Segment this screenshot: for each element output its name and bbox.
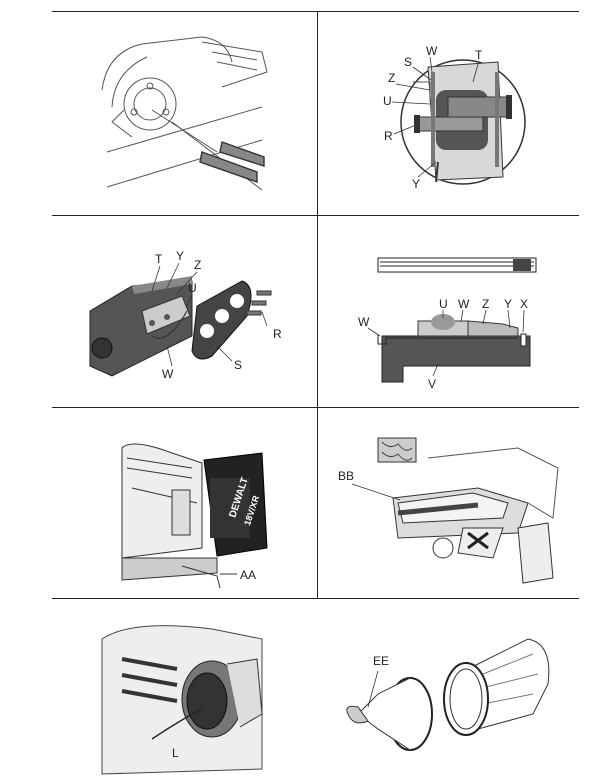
label-W-left: W <box>358 315 370 329</box>
label-L: L <box>172 746 179 760</box>
label-Y: Y <box>504 297 512 311</box>
label-Z: Z <box>194 258 201 272</box>
label-AA: AA <box>240 568 256 582</box>
label-U: U <box>383 94 392 108</box>
figure-panel-8: EE <box>346 638 550 751</box>
label-Y: Y <box>412 177 420 191</box>
label-W: W <box>162 367 174 381</box>
label-R: R <box>384 129 393 143</box>
row-divider-3 <box>52 598 579 599</box>
label-W: W <box>458 297 470 311</box>
label-S: S <box>404 55 412 69</box>
figure-panel-1 <box>101 36 268 191</box>
figure-panel-4: U W Z Y X W V <box>358 257 537 391</box>
label-EE: EE <box>373 654 389 668</box>
label-U: U <box>439 297 448 311</box>
figure-panel-2: S W T Z U R Y <box>383 44 526 191</box>
row-divider-2 <box>52 407 579 408</box>
label-Z: Z <box>388 71 395 85</box>
figure-panel-5: DEWALT 18V/XR AA <box>121 443 268 589</box>
label-BB: BB <box>338 469 354 483</box>
label-Z: Z <box>482 297 489 311</box>
label-Y: Y <box>176 249 184 263</box>
label-T: T <box>155 252 163 266</box>
label-X: X <box>520 297 528 311</box>
label-S: S <box>234 358 242 372</box>
column-divider <box>317 11 318 599</box>
figure-panel-6: BB <box>338 437 559 584</box>
label-T: T <box>475 48 483 62</box>
label-U: U <box>188 281 197 295</box>
label-V: V <box>428 377 436 391</box>
label-W: W <box>426 44 438 58</box>
figure-panel-7: L <box>101 625 263 775</box>
label-R: R <box>273 327 282 341</box>
top-rule <box>52 11 579 12</box>
figure-panel-3: T Y Z U R W S <box>89 249 282 381</box>
row-divider-1 <box>52 215 579 216</box>
